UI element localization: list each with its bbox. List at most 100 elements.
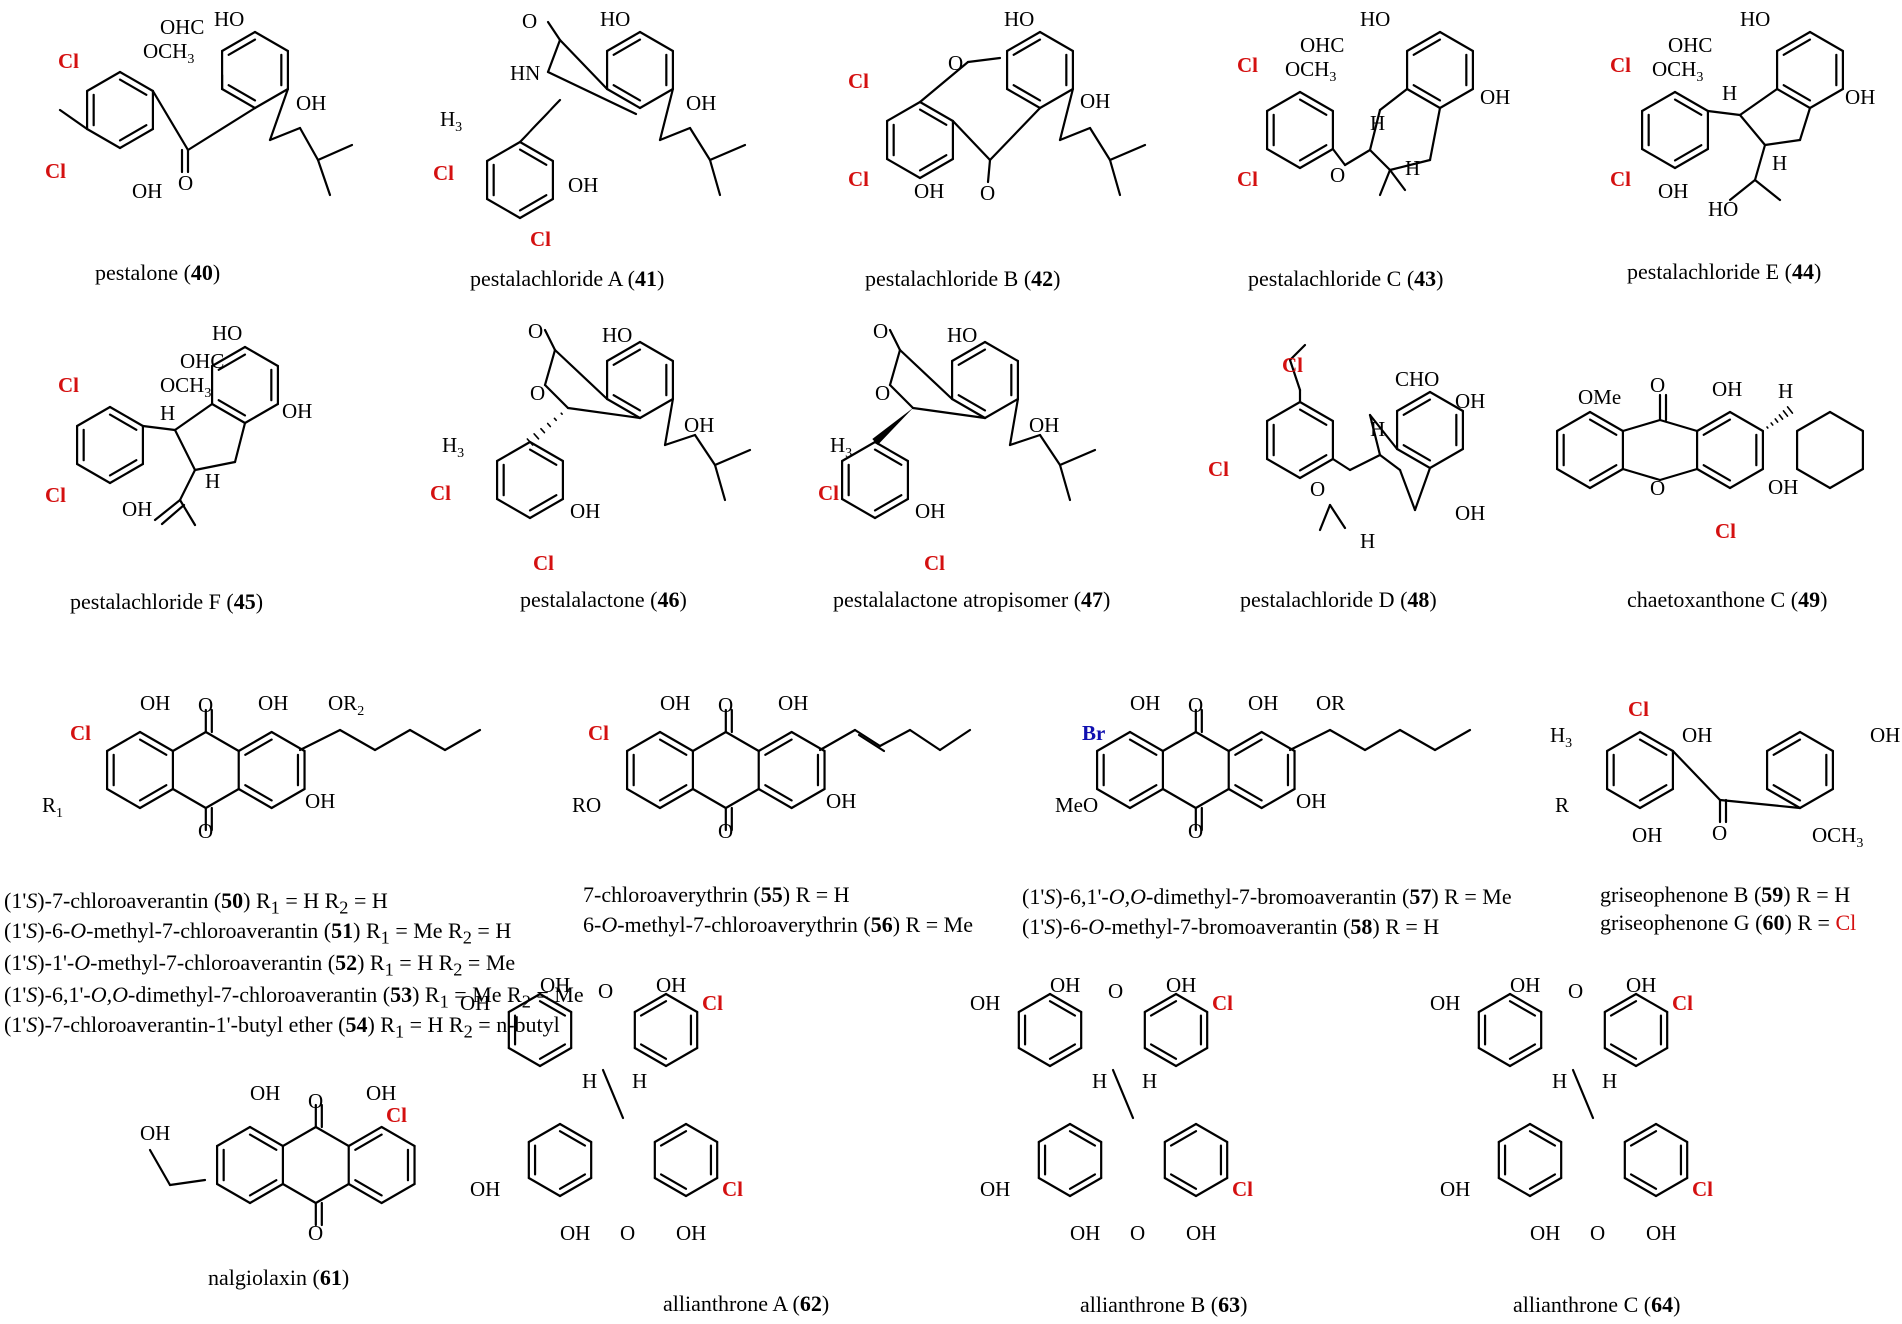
bond [1497,1122,1532,1144]
bond [373,728,412,752]
atom-label: OH [570,499,600,523]
atom-label: CHO [1395,367,1439,391]
bond [688,126,712,162]
bond [1378,87,1409,112]
bond [658,87,675,142]
bond [1528,1122,1563,1144]
atom-label: OH [1658,179,1688,203]
bond [1508,1000,1537,1017]
bond [1368,413,1399,451]
atom-label: R [1555,793,1569,817]
bond [1795,410,1832,433]
bond [1477,1046,1512,1068]
bond [1428,390,1465,413]
bond [908,728,942,752]
bond [1738,113,1767,147]
bond [1798,106,1812,142]
methoxy-label: H3 [440,107,462,135]
bond [988,106,1042,162]
bond [220,30,257,53]
bond [227,84,257,102]
atom-label: O [530,381,545,405]
bond [1194,787,1230,810]
atom-label: OH [305,789,335,813]
bond [248,1179,278,1197]
caption-41: pestalachloride A (41) [470,266,665,291]
atom-label: H [1778,379,1793,403]
atom-label: OH [296,91,326,115]
bond [220,87,257,110]
bond [558,1130,587,1147]
bond [138,787,175,810]
bond [1571,1068,1595,1120]
bond [1588,410,1625,433]
bond [605,30,642,53]
caption-45: pestalachloride F (45) [70,589,264,614]
bond [527,1122,562,1144]
caption-61: nalgiolaxin (61) [208,1265,350,1290]
atom-label: OH [282,399,312,423]
bond [1808,87,1845,110]
bond [1795,467,1832,490]
atom-label: H [1405,156,1420,180]
bond [713,463,727,502]
bond [193,460,237,472]
bond [1763,138,1802,147]
atom-label: H [1370,417,1385,441]
caption-40: pestalone (40) [95,260,221,285]
atom-label: OH [1712,377,1742,401]
bond [543,383,570,410]
bond [1398,468,1417,512]
atom-label: OH [970,991,1000,1015]
bond [1058,87,1075,142]
chlorine-label: Cl [45,159,66,183]
bond [528,440,565,463]
bond [639,1043,668,1060]
bond [1765,787,1802,810]
atom-label: OH [560,1221,590,1245]
bond [1288,728,1332,752]
bond [938,728,972,752]
bond [1068,1130,1097,1147]
bond [1588,464,1618,482]
bond [1402,398,1432,416]
atom-label: O [948,51,963,75]
bond [1395,390,1432,413]
atom-label: OMe [1578,385,1621,409]
bond [485,140,522,163]
chlorine-label: Cl [433,161,454,185]
bond [1108,158,1122,197]
chlorine-label: Cl [1628,697,1649,721]
bond [1508,1046,1543,1068]
bond [724,730,760,753]
bond [1265,457,1302,480]
atom-label: O [1310,477,1325,501]
bond [1161,730,1197,753]
atom-label: RO [572,793,601,817]
series-label-50: (1'S)-7-chloroaverantin (50) R1 = H R2 =… [4,888,388,918]
bond [485,197,522,220]
bond [171,730,207,753]
atom-label: H [160,401,175,425]
bond [526,438,534,446]
bond [495,440,532,463]
methoxy-label: OCH3 [1285,57,1336,85]
bond [1298,400,1335,423]
atom-label: OH [914,179,944,203]
bond [347,1182,383,1205]
bond [658,787,695,810]
bond [553,348,609,401]
bond [1161,787,1197,810]
bond [1298,98,1328,116]
chlorine-label: Cl [1692,1177,1713,1201]
atom-label: O [1130,1221,1145,1245]
bond [1695,467,1732,490]
bond [244,784,273,802]
bond [612,38,642,56]
caption-64: allianthrone C (64) [1513,1292,1681,1317]
bond [888,383,915,410]
bond [658,784,688,802]
bond [1005,87,1042,110]
atom-label: OH [1845,85,1875,109]
bond [1331,457,1352,472]
